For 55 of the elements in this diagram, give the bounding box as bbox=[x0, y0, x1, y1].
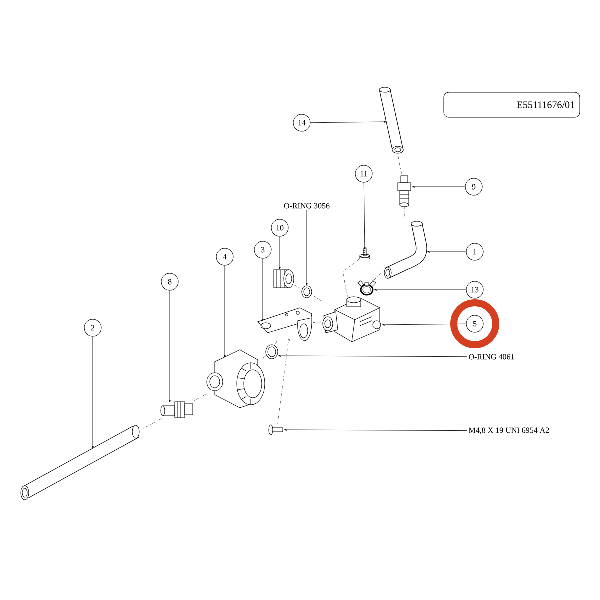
center-line bbox=[142, 418, 162, 430]
part-label: M4,8 X 19 UNI 6954 A2 bbox=[469, 428, 550, 434]
leader-line bbox=[374, 289, 466, 291]
center-line bbox=[313, 296, 323, 302]
leader-line bbox=[364, 182, 366, 250]
center-line bbox=[294, 284, 301, 289]
leader-line bbox=[412, 186, 466, 188]
leader-line bbox=[310, 121, 387, 124]
screw-drawing bbox=[360, 248, 370, 260]
leader-line bbox=[169, 290, 171, 403]
hose-drawing bbox=[384, 221, 428, 279]
leader-line bbox=[262, 258, 264, 322]
tube-drawing bbox=[20, 425, 140, 500]
callout-number: 14 bbox=[293, 114, 311, 132]
callout-number: 13 bbox=[466, 281, 484, 299]
leader-line bbox=[427, 251, 466, 253]
center-line bbox=[374, 271, 383, 281]
leader-line bbox=[382, 324, 466, 326]
callout-number: 8 bbox=[161, 273, 179, 291]
leader-line bbox=[278, 355, 468, 358]
center-line bbox=[313, 322, 323, 324]
nut-drawing bbox=[274, 270, 294, 288]
leader-line bbox=[92, 336, 94, 449]
center-line bbox=[194, 394, 206, 402]
callout-number: 9 bbox=[465, 178, 483, 196]
leader-line bbox=[306, 210, 308, 286]
callout-number: 5 bbox=[466, 315, 484, 333]
leader-line bbox=[224, 266, 226, 358]
drawing-number-box: E55111676/01 bbox=[444, 92, 580, 118]
center-line bbox=[275, 341, 278, 345]
clamp-drawing bbox=[358, 280, 376, 296]
filter-drawing bbox=[206, 350, 266, 408]
fitting-drawing bbox=[398, 176, 412, 208]
leader-line bbox=[284, 429, 468, 432]
tube-drawing bbox=[379, 87, 404, 154]
center-line bbox=[262, 356, 266, 360]
connector-drawing bbox=[160, 402, 194, 418]
valve-drawing bbox=[322, 296, 382, 342]
callout-number: 3 bbox=[254, 241, 272, 259]
callout-number: 1 bbox=[466, 243, 484, 261]
part-label: O-RING 4061 bbox=[469, 354, 514, 360]
screw-drawing bbox=[268, 424, 284, 436]
o-ring-drawing bbox=[302, 286, 312, 298]
center-line bbox=[278, 338, 290, 424]
callout-number: 11 bbox=[355, 165, 373, 183]
center-line bbox=[398, 156, 402, 174]
leader-line bbox=[279, 236, 281, 270]
callout-number: 2 bbox=[84, 319, 102, 337]
center-line bbox=[404, 206, 406, 219]
o-ring-drawing bbox=[266, 344, 278, 360]
part-label: O-RING 3056 bbox=[284, 203, 330, 209]
callout-number: 4 bbox=[216, 248, 234, 266]
bracket-drawing bbox=[258, 308, 312, 342]
callout-number: 10 bbox=[271, 219, 289, 237]
center-line bbox=[342, 258, 360, 297]
